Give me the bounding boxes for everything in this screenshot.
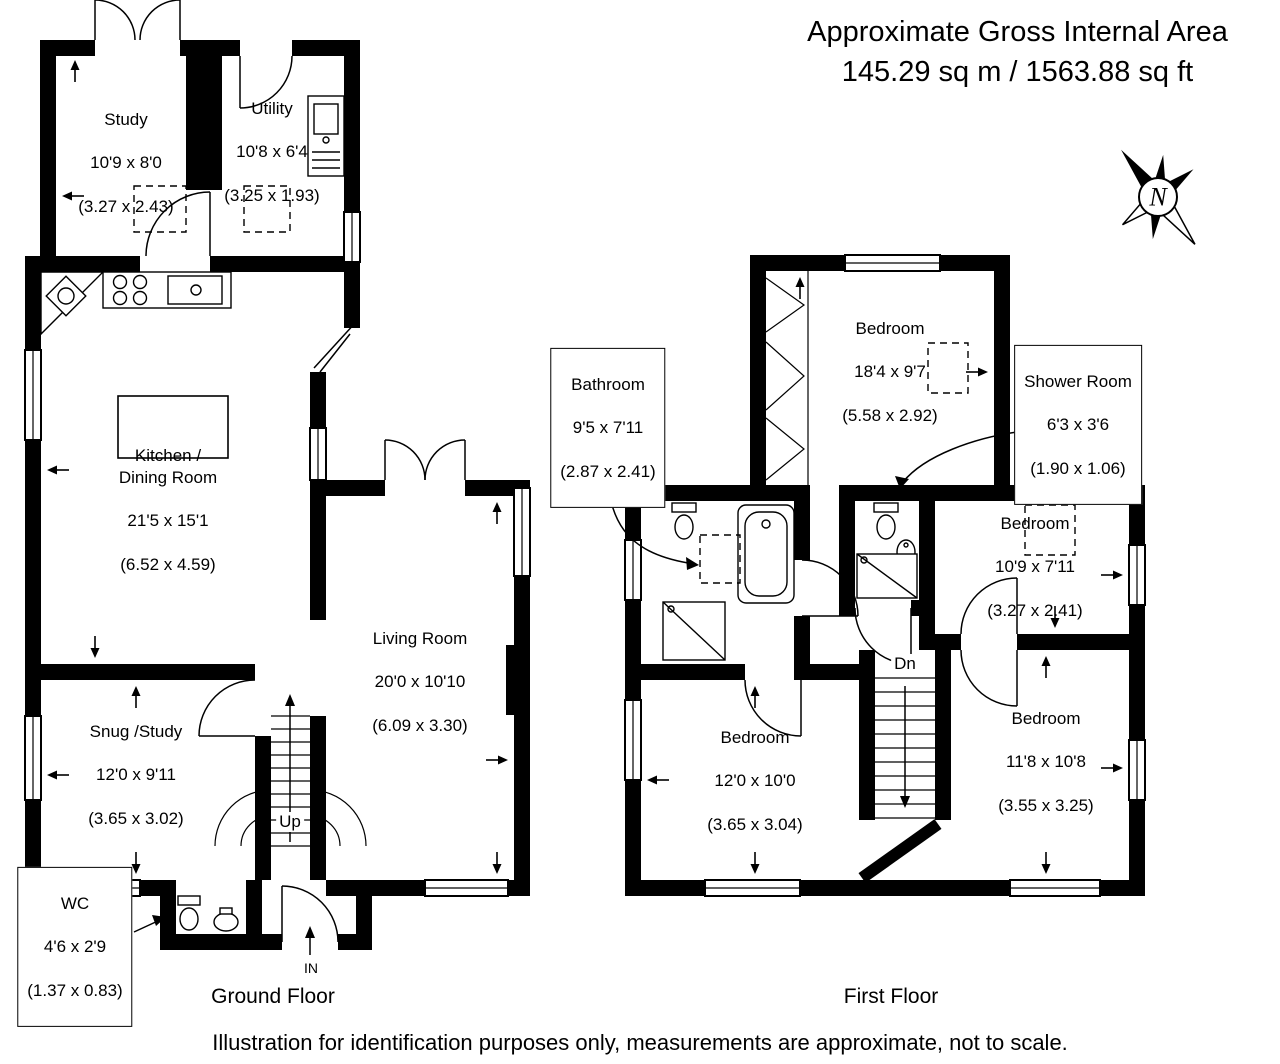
area-header-title: Approximate Gross Internal Area [807,16,1228,48]
room-size-metric: (3.25 x 1.93) [224,185,320,205]
room-name: Bedroom [1000,513,1070,533]
compass-rose: N [1121,149,1196,245]
room-size-metric: (3.27 x 2.43) [78,196,174,216]
room-size-imperial: 6'3 x 3'6 [1046,415,1110,435]
bedroom-4-label: Bedroom 11'8 x 10'8 (3.55 x 3.25) [998,686,1093,838]
bedroom-3-label: Bedroom 12'0 x 10'0 (3.65 x 3.04) [707,705,802,857]
bedroom-main-label: Bedroom 18'4 x 9'7 (5.58 x 2.92) [842,296,937,448]
utility-label: Utility 10'8 x 6'4 (3.25 x 1.93) [224,76,319,228]
room-size-imperial: 11'8 x 10'8 [1006,752,1086,772]
study-label: Study 10'9 x 8'0 (3.27 x 2.43) [78,87,173,239]
shower-room-callout-label: Shower Room 6'3 x 3'6 (1.90 x 1.06) [1014,344,1142,506]
room-size-imperial: 18'4 x 9'7 [854,362,926,382]
shower-room-fixtures [856,502,918,599]
wall-break-lines [313,321,357,373]
first-floor-doors [744,559,1018,737]
room-size-imperial: 20'0 x 10'10 [374,672,466,692]
stairs-up-label: Up [276,812,304,832]
room-name: Shower Room [1024,371,1132,391]
room-name: WC [60,893,90,913]
room-size-metric: (3.65 x 3.04) [707,814,803,834]
entrance-arrow-icon [305,926,315,955]
room-name: Living Room [372,628,468,648]
room-size-imperial: 10'8 x 6'4 [236,142,308,162]
kitchen-dining-label: Kitchen / Dining Room 21'5 x 15'1 (6.52 … [119,423,217,597]
room-size-metric: (2.87 x 2.41) [560,461,656,481]
room-size-metric: (3.65 x 3.02) [88,808,184,828]
compass-north-label: N [1148,183,1168,212]
bedroom-2-label: Bedroom 10'9 x 7'11 (3.27 x 2.41) [987,491,1082,643]
living-room-label: Living Room 20'0 x 10'10 (6.09 x 3.30) [372,606,467,758]
utility-fixtures [133,95,345,233]
room-size-imperial: 21'5 x 15'1 [127,511,209,530]
room-name: Bedroom [1011,708,1081,728]
ground-floor-walls [25,40,530,950]
room-size-imperial: 12'0 x 9'11 [96,765,176,785]
room-size-metric: (6.09 x 3.30) [372,715,468,735]
room-name: Kitchen / Dining Room [118,445,218,487]
room-size-metric: (1.90 x 1.06) [1030,458,1126,478]
stair-void-wall [858,819,942,883]
room-size-imperial: 10'9 x 7'11 [995,557,1075,577]
entrance-in-label: IN [304,960,318,976]
room-size-imperial: 12'0 x 10'0 [714,771,796,791]
wc-callout-label: WC 4'6 x 2'9 (1.37 x 0.83) [17,866,133,1028]
gross-internal-area-header: Approximate Gross Internal Area 145.29 s… [760,12,1275,92]
ground-floor-doors [94,0,466,943]
first-floor-stairs [875,677,935,819]
room-size-metric: (5.58 x 2.92) [842,405,938,425]
room-size-imperial: 10'9 x 8'0 [90,153,162,173]
room-name: Bedroom [855,318,925,338]
room-name: Study [104,109,148,129]
first-floor-title: First Floor [843,985,939,1008]
kitchen-fixtures [40,271,232,459]
wc-fixtures [177,895,239,932]
area-header-value: 145.29 sq m / 1563.88 sq ft [841,56,1194,89]
room-size-metric: (3.27 x 2.41) [987,600,1083,620]
stairs-down-label: Dn [891,654,919,674]
disclaimer-text: Illustration for identification purposes… [212,1030,1068,1055]
room-size-imperial: 4'6 x 2'9 [43,937,107,957]
room-name: Bathroom [571,374,645,394]
room-name: Bedroom [720,727,790,747]
room-size-metric: (3.55 x 3.25) [998,795,1094,815]
room-size-metric: (1.37 x 0.83) [27,980,123,1000]
wardrobe-marks [765,271,809,485]
room-size-imperial: 9'5 x 7'11 [572,418,644,438]
room-name: Utility [251,98,293,118]
room-name: Snug /Study [89,721,183,741]
ground-floor-title: Ground Floor [211,985,335,1008]
snug-study-label: Snug /Study 12'0 x 9'11 (3.65 x 3.02) [88,699,183,851]
bathroom-fixtures [662,502,795,661]
bathroom-callout-label: Bathroom 9'5 x 7'11 (2.87 x 2.41) [550,347,666,509]
room-size-metric: (6.52 x 4.59) [120,554,216,574]
